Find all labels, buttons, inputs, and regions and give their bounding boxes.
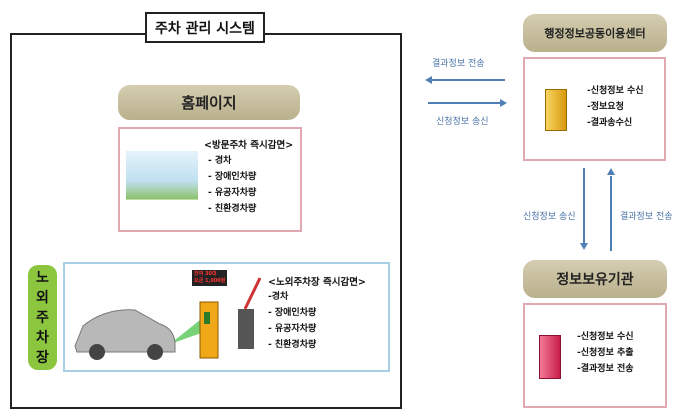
list-item: -신청정보 수신 (577, 332, 634, 342)
offstreet-caption: <노외주차장 즉시감면> (268, 277, 366, 288)
offstreet-list: -경차 - 장애인차량 - 유공자차량 - 친환경차량 (268, 289, 316, 353)
list-item: -경차 (268, 292, 289, 302)
list-item: -결과정보 전송 (577, 364, 634, 374)
arrowhead-right-icon (500, 99, 507, 107)
title-char: 장 (36, 349, 49, 366)
offstreet-panel: 잔여 30대 요금 1,000원 <노외주차장 즉시감면> -경차 - 장애인차… (63, 262, 390, 372)
arrowhead-left-icon (425, 76, 432, 84)
homepage-title: 홈페이지 (118, 85, 300, 120)
holder-title: 정보보유기관 (523, 260, 667, 298)
holder-list: -신청정보 수신 -신청정보 추출 -결과정보 전송 (577, 329, 634, 377)
list-item: - 장애인차량 (268, 308, 317, 318)
list-item: -결과송수신 (587, 118, 633, 128)
arrow-label-result-v: 결과정보 전송 (620, 212, 673, 222)
homepage-list: - 경차 - 장애인차량 - 유공자차량 - 친환경차량 (208, 153, 256, 217)
server-icon (539, 335, 561, 379)
sign-line: 잔여 30대 (194, 271, 217, 277)
list-item: -신청정보 추출 (577, 348, 634, 358)
arrow-up (610, 176, 612, 251)
title-char: 주 (36, 309, 49, 326)
arrow-right (428, 102, 500, 104)
arrow-label-result: 결과정보 전송 (432, 59, 485, 69)
title-char: 노 (36, 269, 49, 286)
offstreet-title: 노 외 주 차 장 (28, 265, 57, 370)
list-item: -정보요청 (587, 102, 624, 112)
holder-panel: -신청정보 수신 -신청정보 추출 -결과정보 전송 (523, 303, 667, 408)
arrow-down (583, 168, 585, 243)
arrow-label-request-v: 신청정보 송신 (523, 212, 576, 222)
title-char: 외 (36, 289, 49, 306)
list-item: - 친환경차량 (268, 340, 317, 350)
sign-line: 요금 1,000원 (194, 278, 226, 284)
parking-sign: 잔여 30대 요금 1,000원 (192, 270, 228, 286)
arrowhead-down-icon (580, 243, 588, 250)
homepage-screenshot-image (126, 151, 198, 211)
arrowhead-up-icon (607, 168, 615, 175)
center-panel: -신청정보 수신 -정보요청 -결과송수신 (523, 57, 666, 161)
car-gate-illustration (74, 277, 262, 360)
list-item: - 경차 (208, 156, 232, 166)
arrow-label-request: 신청정보 송신 (436, 117, 489, 127)
list-item: - 장애인차량 (208, 172, 257, 182)
title-char: 차 (36, 329, 49, 346)
arrow-left (430, 79, 505, 81)
list-item: - 유공자차량 (208, 188, 257, 198)
system-title: 주차 관리 시스템 (145, 12, 265, 43)
list-item: - 유공자차량 (268, 324, 317, 334)
list-item: -신청정보 수신 (587, 86, 644, 96)
list-item: - 친환경차량 (208, 204, 257, 214)
center-title: 행정정보공동이용센터 (523, 14, 667, 52)
center-list: -신청정보 수신 -정보요청 -결과송수신 (587, 83, 644, 131)
homepage-panel: <방문주차 즉시감면> - 경차 - 장애인차량 - 유공자차량 - 친환경차량 (118, 127, 302, 232)
server-icon (545, 89, 567, 131)
homepage-caption: <방문주차 즉시감면> (204, 140, 294, 151)
